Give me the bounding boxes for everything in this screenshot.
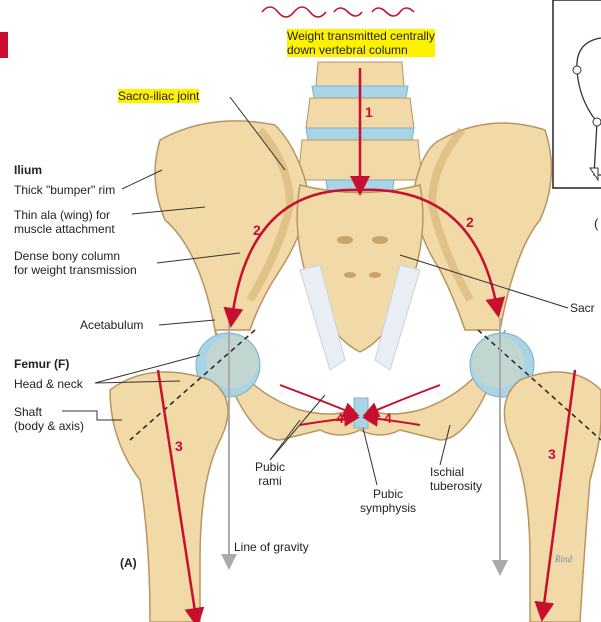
acetabulum-label: Acetabulum <box>80 318 144 332</box>
arrow-4b <box>362 384 441 418</box>
bumper-rim-label: Thick "bumper" rim <box>14 183 116 197</box>
pubic-arch <box>214 329 506 441</box>
arrow-2-left <box>223 188 361 328</box>
weight-line-1: Weight transmitted centrally <box>287 29 435 43</box>
weight-transmitted-label: Weight transmitted centrally down verteb… <box>287 29 435 57</box>
ischial-tuberosity-label: Ischial tuberosity <box>430 465 482 493</box>
column-line-1: Dense bony column <box>14 249 121 263</box>
arrow-4a <box>279 384 360 418</box>
handwritten-note <box>261 6 415 18</box>
number-3-right: 3 <box>548 446 556 462</box>
ala-label: Thin ala (wing) for muscle attachment <box>14 208 115 236</box>
corner-mark <box>0 32 8 58</box>
pubic-rami-label: Pubic rami <box>255 460 285 488</box>
line-of-gravity-label: Line of gravity <box>234 540 309 554</box>
number-4-left: 4 <box>336 410 344 426</box>
column-line-2: for weight transmission <box>14 263 137 277</box>
ala-line-2: muscle attachment <box>14 222 115 236</box>
pubic-symphysis-label: Pubic symphysis <box>360 487 416 515</box>
weight-line-2: down vertebral column <box>287 43 408 57</box>
arrow-2-right <box>359 188 506 318</box>
sacroiliac-joint-label: Sacro-iliac joint <box>118 89 200 103</box>
number-4-right: 4 <box>384 410 392 426</box>
number-1: 1 <box>365 104 373 120</box>
ischial-line-1: Ischial <box>430 465 465 479</box>
ischial-line-2: tuberosity <box>430 479 483 493</box>
shaft-label: Shaft (body & axis) <box>14 405 84 433</box>
dense-column-label: Dense bony column for weight transmissio… <box>14 249 137 277</box>
svg-text:(: ( <box>594 216 599 231</box>
arrow-3-right <box>534 369 577 622</box>
right-ilium <box>411 122 553 331</box>
leader-lines <box>62 96 569 486</box>
arrow-3-left <box>156 369 205 622</box>
ilium-heading: Ilium <box>14 163 43 177</box>
right-femur <box>503 371 601 622</box>
pubic-rami-line-2: rami <box>258 474 282 488</box>
number-3-left: 3 <box>175 438 183 454</box>
femur-heading: Femur (F) <box>14 357 70 371</box>
pubic-symphysis-line-1: Pubic <box>372 487 404 501</box>
sacrum-label: Sacr <box>570 301 595 315</box>
ala-line-1: Thin ala (wing) for <box>14 208 111 222</box>
number-2-left: 2 <box>253 222 261 238</box>
number-2-right: 2 <box>466 214 474 230</box>
pubic-rami-line-1: Pubic <box>255 460 286 474</box>
artist-signature: Rind <box>555 554 572 564</box>
shaft-line-1: Shaft <box>14 405 43 419</box>
inset-panel <box>552 0 601 189</box>
left-ilium <box>154 120 311 331</box>
shaft-line-2: (body & axis) <box>14 419 85 433</box>
pubic-symphysis-line-2: symphysis <box>360 501 417 515</box>
head-neck-label: Head & neck <box>14 377 83 391</box>
panel-label: (A) <box>120 556 137 570</box>
left-femur <box>109 371 229 622</box>
